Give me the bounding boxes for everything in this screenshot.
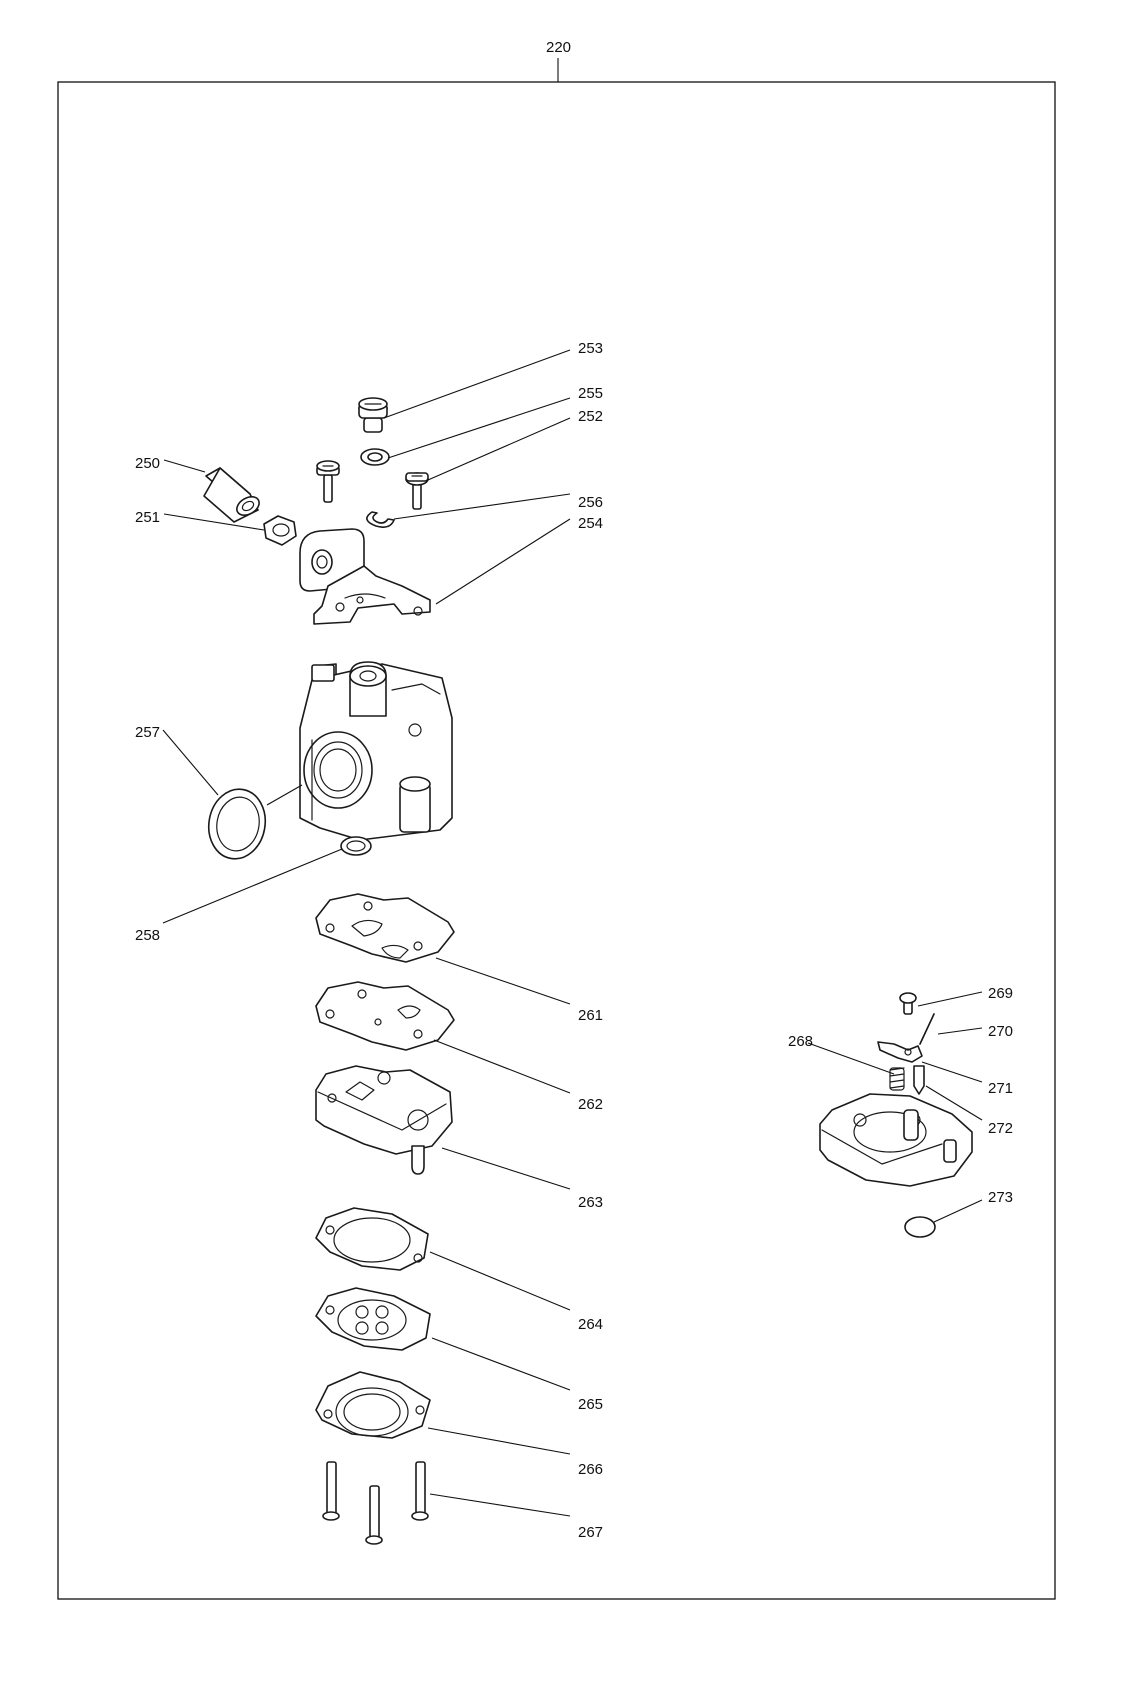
part-label-271: 271 (988, 1080, 1013, 1097)
part-255-drawing (360, 448, 390, 466)
part-label-267: 267 (578, 1524, 603, 1541)
part-265-drawing (315, 1287, 431, 1351)
part-268-drawing (889, 1067, 905, 1091)
leader-261 (435, 957, 571, 1005)
leader-269 (917, 991, 983, 1007)
part-label-268: 268 (788, 1033, 813, 1050)
part-257-drawing (207, 788, 267, 860)
part-273-drawing (904, 1216, 936, 1238)
part-250-drawing (203, 467, 260, 523)
part-258-drawing (340, 836, 372, 856)
leader-264 (429, 1251, 571, 1311)
part-label-257: 257 (135, 724, 160, 741)
part-267-drawing (322, 1461, 429, 1545)
part-label-258: 258 (135, 927, 160, 944)
leader-262 (433, 1039, 571, 1094)
part-label-269: 269 (988, 985, 1013, 1002)
part-label-273: 273 (988, 1189, 1013, 1206)
part-label-262: 262 (578, 1096, 603, 1113)
leader-265 (431, 1337, 571, 1391)
part-262-drawing (315, 981, 455, 1051)
leader-267 (429, 1493, 571, 1517)
leader-254 (383, 349, 571, 419)
leader-268 (807, 1042, 895, 1075)
part-266-drawing (315, 1371, 431, 1439)
leader-256 (393, 493, 571, 520)
leader-257b (266, 784, 303, 806)
part-label-256: 256 (578, 494, 603, 511)
part-269-drawing (899, 992, 917, 1015)
part-label-255: 255 (578, 385, 603, 402)
leader-263 (441, 1147, 571, 1190)
assembly-label: 220 (546, 39, 571, 56)
leader-266 (427, 1427, 571, 1455)
part-264-drawing (315, 1207, 429, 1271)
leader-270 (937, 1027, 983, 1035)
part-270-drawing (919, 1013, 935, 1045)
part-label-253: 254 (578, 515, 603, 532)
part-252-drawing (405, 472, 429, 510)
right-body-drawing (819, 1093, 973, 1187)
part-251-drawing (263, 515, 297, 546)
part-label-263: 263 (578, 1194, 603, 1211)
leader-255 (387, 397, 571, 459)
part-271-drawing (877, 1041, 923, 1063)
part-label-266: 266 (578, 1461, 603, 1478)
part-label-265: 265 (578, 1396, 603, 1413)
part-label-270: 270 (988, 1023, 1013, 1040)
leader-253 (435, 518, 571, 605)
part-label-261: 261 (578, 1007, 603, 1024)
leader-271 (921, 1061, 983, 1083)
leader-273 (933, 1199, 983, 1223)
part-screw-drawing (316, 460, 340, 503)
part-label-264: 264 (578, 1316, 603, 1333)
leader-252 (427, 417, 571, 481)
part-label-251: 251 (135, 509, 160, 526)
leader-257 (162, 729, 219, 796)
part-label-272: 272 (988, 1120, 1013, 1137)
assembly-frame (57, 81, 1056, 1600)
part-272-drawing (913, 1065, 925, 1095)
leader-258 (162, 848, 343, 924)
leader-272 (925, 1085, 983, 1121)
part-261-drawing (315, 893, 455, 963)
part-label-250: 250 (135, 455, 160, 472)
leader-250 (163, 459, 206, 473)
carburetor-body-drawing (299, 661, 453, 841)
part-256-drawing (366, 511, 395, 528)
part-254-drawing (358, 397, 388, 433)
part-253-drawing (299, 528, 431, 625)
part-label-254: 253 (578, 340, 603, 357)
leader-251 (163, 513, 265, 531)
part-label-252: 252 (578, 408, 603, 425)
part-263-drawing (315, 1065, 453, 1175)
